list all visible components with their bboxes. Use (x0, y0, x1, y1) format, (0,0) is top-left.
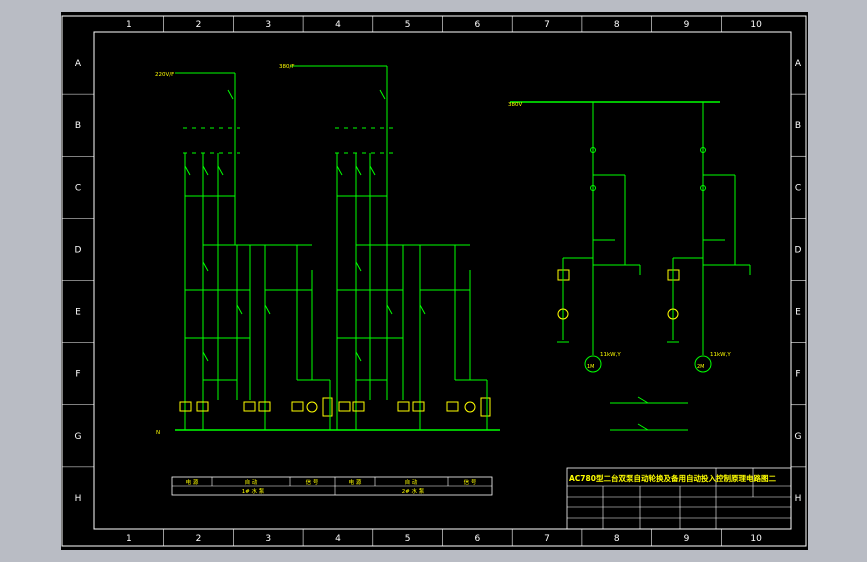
legend-pump-label: 2# 水 泵 (402, 487, 425, 495)
row-label-H: H (75, 494, 82, 504)
row-label-B: B (75, 121, 81, 131)
column-label-9: 9 (684, 534, 690, 544)
column-label-4: 4 (335, 534, 341, 544)
column-label-10: 10 (750, 534, 762, 544)
left-input-label: 220V/F (155, 72, 174, 78)
column-label-5: 5 (405, 534, 411, 544)
row-label-G: G (795, 432, 802, 442)
column-label-3: 3 (265, 20, 271, 30)
column-label-6: 6 (474, 20, 480, 30)
legend-cell: 信 号 (464, 478, 477, 486)
control-circuit (175, 65, 751, 431)
legend-cell: 信 号 (306, 478, 319, 486)
row-ruler-right: A B C D E F G H (791, 59, 806, 504)
row-label-A: A (75, 59, 82, 69)
neutral-label: N (156, 430, 160, 436)
column-label-2: 2 (196, 20, 202, 30)
column-label-5: 5 (405, 20, 411, 30)
column-ruler-top: 1 2 3 4 5 6 7 8 9 10 (126, 16, 762, 32)
row-label-C: C (75, 183, 81, 193)
column-label-3: 3 (265, 534, 271, 544)
row-label-E: E (795, 308, 801, 318)
title-block: AC780型二台双泵自动轮换及备用自动投入控制原理电路图二 (566, 467, 792, 530)
drawing-title: AC780型二台双泵自动轮换及备用自动投入控制原理电路图二 (569, 473, 776, 483)
legend-cell: 自 动 (245, 478, 258, 486)
column-label-9: 9 (684, 20, 690, 30)
column-label-6: 6 (474, 534, 480, 544)
row-label-B: B (795, 121, 801, 131)
mid-input-label: 380/F (279, 64, 295, 70)
row-label-D: D (75, 245, 82, 255)
outer-frame (61, 15, 807, 547)
motor1-symbol: 1M (587, 364, 595, 370)
column-label-10: 10 (750, 20, 762, 30)
row-label-F: F (795, 370, 800, 380)
column-label-7: 7 (544, 534, 550, 544)
row-ruler-left: A B C D E F G H (62, 59, 94, 504)
row-label-G: G (75, 432, 82, 442)
column-label-7: 7 (544, 20, 550, 30)
row-label-E: E (75, 308, 81, 318)
column-label-1: 1 (126, 534, 132, 544)
legend-cell: 自 动 (405, 478, 418, 486)
row-label-F: F (75, 370, 80, 380)
bus-left-label: 380V (508, 102, 522, 108)
row-label-C: C (795, 183, 801, 193)
row-label-A: A (795, 59, 802, 69)
motor2-rating: 11kW,Y (710, 352, 731, 358)
column-label-8: 8 (614, 534, 620, 544)
motor1-rating: 11kW,Y (600, 352, 621, 358)
row-label-D: D (795, 245, 802, 255)
legend-pump-label: 1# 水 泵 (242, 487, 265, 495)
column-label-2: 2 (196, 534, 202, 544)
column-label-1: 1 (126, 20, 132, 30)
annotations: 220V/F 380/F N 380V 2M 1M 11kW,Y 11kW,Y (155, 64, 731, 436)
sheet-background (61, 12, 808, 550)
column-ruler-bottom: 1 2 3 4 5 6 7 8 9 10 (126, 529, 762, 546)
motor2-symbol: 2M (697, 364, 705, 370)
column-label-8: 8 (614, 20, 620, 30)
legend-cell: 电 源 (186, 478, 199, 486)
row-label-H: H (795, 494, 802, 504)
column-label-4: 4 (335, 20, 341, 30)
legend-cell: 电 源 (349, 478, 362, 486)
legend-table: 电 源 自 动 信 号 电 源 自 动 信 号 1# 水 泵 2# 水 泵 (171, 476, 493, 496)
